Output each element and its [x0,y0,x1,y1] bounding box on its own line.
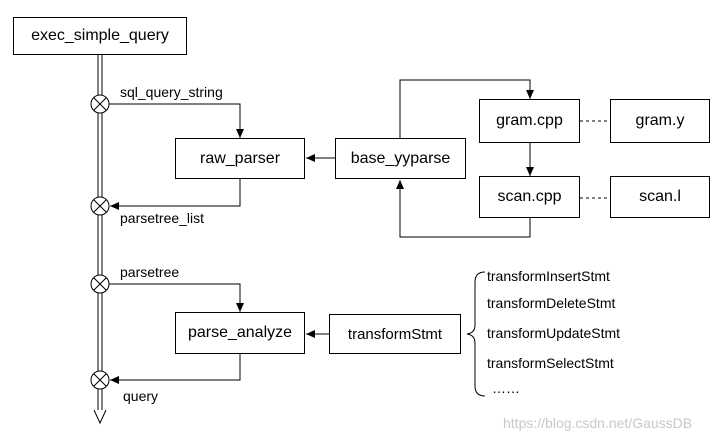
node-scan-l: scan.l [610,176,710,218]
node-parse-analyze: parse_analyze [175,312,305,354]
node-gram-cpp: gram.cpp [479,99,580,143]
junction-3 [90,274,110,294]
label-parsetree-list: parsetree_list [120,210,205,226]
edge-sql-query-string [109,103,244,138]
node-transformstmt: transformStmt [329,314,461,354]
node-raw-parser: raw_parser [175,138,305,179]
timeline-double-line [93,55,107,425]
edge-scan-to-base-yyparse [396,180,531,238]
edge-parsetree-list [110,179,241,210]
node-exec-simple-query: exec_simple_query [13,17,187,55]
label-sql-query-string: sql_query_string [120,84,223,100]
edge-base-yyparse-to-gram [399,79,534,138]
node-gram-y: gram.y [610,99,710,143]
label-parsetree: parsetree [120,264,180,280]
transform-brace [466,271,486,397]
edge-parsetree [109,283,244,312]
edge-query [110,354,241,384]
watermark: https://blog.csdn.net/GaussDB [503,415,693,431]
transform-item: transformUpdateStmt [487,325,621,341]
transform-item: …… [492,380,520,396]
transform-item: transformDeleteStmt [487,295,616,311]
junction-4 [90,370,110,390]
junction-1 [90,94,110,114]
label-query: query [123,388,159,404]
transform-item: transformInsertStmt [487,268,610,284]
node-scan-cpp: scan.cpp [479,176,580,218]
node-base-yyparse: base_yyparse [335,138,466,179]
timeline-end-arrow [93,409,107,425]
transform-item: transformSelectStmt [487,355,614,371]
junction-2 [90,196,110,216]
